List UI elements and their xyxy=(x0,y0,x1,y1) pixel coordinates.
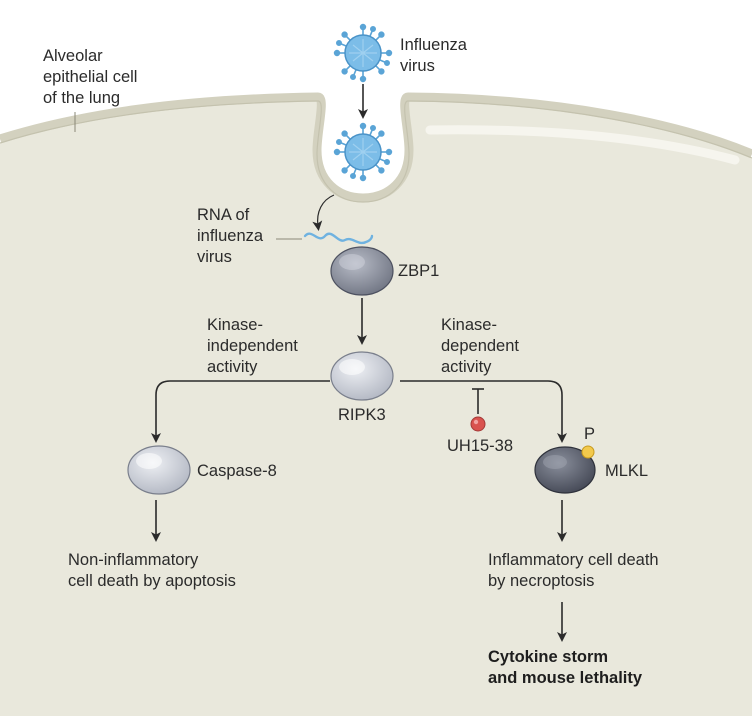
cell-label: Alveolar epithelial cell of the lung xyxy=(43,47,138,107)
ripk3-to-caspase8-arrow xyxy=(151,380,330,443)
caspase8-label: Caspase-8 xyxy=(197,462,277,480)
mlkl-label: MLKL xyxy=(605,462,649,480)
caspase8-protein xyxy=(127,445,191,495)
mlkl-protein xyxy=(534,446,596,494)
cell-membrane xyxy=(0,92,752,203)
rna-release-arrow xyxy=(312,194,335,231)
kinase-dependent-label: Kinase- dependent activity xyxy=(441,316,519,376)
phosphate-label: P xyxy=(584,425,596,443)
virus-label: Influenza virus xyxy=(400,36,467,75)
phosphate-group xyxy=(581,445,595,459)
uh15-38-label: UH15-38 xyxy=(447,437,514,455)
kinase-independent-label: Kinase- independent activity xyxy=(207,316,298,376)
ripk3-protein xyxy=(330,351,394,401)
necroptosis-outcome: Inflammatory cell death by necroptosis xyxy=(488,551,659,590)
rna-label: RNA of influenza virus xyxy=(197,206,264,266)
cell-body xyxy=(0,101,752,716)
uh15-38-molecule xyxy=(470,416,486,432)
viral-rna xyxy=(303,232,374,245)
final-outcome: Cytokine storm and mouse lethality xyxy=(488,648,643,687)
influenza-virus-endocytosed xyxy=(333,122,393,182)
zbp1-label: ZBP1 xyxy=(398,262,440,280)
ripk3-to-mlkl-arrow xyxy=(400,380,567,443)
influenza-virus-outside xyxy=(333,23,393,83)
ripk3-label: RIPK3 xyxy=(338,406,386,424)
apoptosis-outcome: Non-inflammatory cell death by apoptosis xyxy=(68,551,236,590)
zbp1-protein xyxy=(330,246,394,296)
